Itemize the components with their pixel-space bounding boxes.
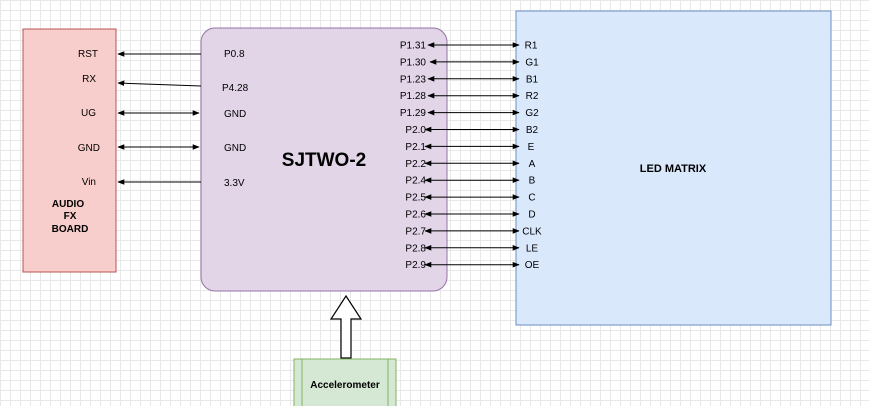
led-pin-g2: G2 [525,108,539,119]
led-pin-oe: OE [525,260,540,271]
accelerometer-title: Accelerometer [310,380,380,391]
led-pin-b2: B2 [526,125,539,136]
led-pin-e: E [528,142,535,153]
led-pin-r1: R1 [525,41,538,52]
sjtwo-right-pin-13: P2.8 [405,243,426,254]
sjtwo-right-pin-5: P1.29 [400,108,427,119]
sjtwo-right-pin-6: P2.0 [405,125,426,136]
audio-pin-ug: UG [81,108,96,119]
led-pin-r2: R2 [526,91,539,102]
sjtwo-title: SJTWO-2 [282,150,366,171]
audio-board-title-line-2: FX [64,211,77,222]
audio-board-title-line-1: AUDIO [52,199,84,210]
audio-pin-vin: Vin [82,177,96,188]
led-matrix-title: LED MATRIX [640,163,707,175]
audio-pin-rst: RST [78,49,98,60]
led-pin-b1: B1 [526,74,539,85]
sjtwo-right-pin-2: P1.30 [400,57,427,68]
led-pin-clk: CLK [522,226,542,237]
sjtwo-left-pin-2: P4.28 [222,83,249,94]
led-pin-a: A [529,159,536,170]
sjtwo-right-pin-12: P2.7 [405,226,426,237]
sjtwo-right-pin-4: P1.28 [400,91,427,102]
sjtwo-left-pin-4: GND [224,143,246,154]
audio-fx-board [22,28,117,273]
led-pin-c: C [528,193,535,204]
audio-board-title-line-3: BOARD [52,224,89,235]
accelerometer [293,358,397,406]
sjtwo-right-pin-9: P2.4 [405,176,426,187]
sjtwo-right-pin-8: P2.2 [405,159,426,170]
sjtwo-right-pin-7: P2.1 [405,142,426,153]
sjtwo-right-pin-3: P1.23 [400,74,427,85]
sjtwo-left-pin-1: P0.8 [224,49,245,60]
sjtwo-right-pin-14: P2.9 [405,260,426,271]
sjtwo-left-pin-5: 3.3V [224,178,245,189]
audio-pin-gnd: GND [78,143,100,154]
audio-pin-rx: RX [82,74,96,85]
led-pin-le: LE [526,243,539,254]
led-pin-g1: G1 [525,57,539,68]
accelerometer-data-arrow [329,294,363,359]
led-pin-d: D [528,210,535,221]
sjtwo-right-pin-10: P2.5 [405,193,426,204]
sjtwo-board [200,27,448,292]
sjtwo-right-pin-1: P1.31 [400,41,427,52]
wire-p4-28-rx [117,80,202,87]
sjtwo-right-pin-11: P2.6 [405,210,426,221]
led-matrix [515,10,832,326]
led-pin-b: B [529,176,536,187]
sjtwo-left-pin-3: GND [224,109,246,120]
